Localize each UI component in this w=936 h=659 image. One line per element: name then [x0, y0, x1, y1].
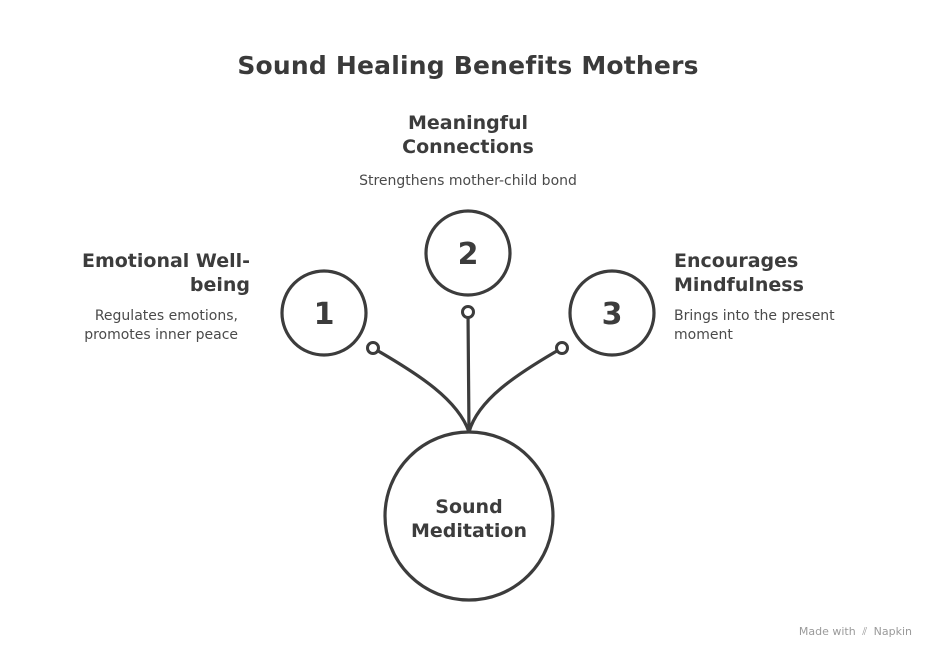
node-number-2: 2 [458, 237, 479, 272]
benefit-3-desc-line2: moment [674, 327, 733, 343]
napkin-watermark: Made with ⫽ Napkin [799, 625, 912, 639]
benefit-3-description: Brings into the present moment [674, 307, 894, 345]
watermark-brand: Napkin [873, 625, 912, 638]
benefit-2-title: Meaningful Connections [348, 111, 588, 159]
benefit-2-desc-line1: Strengthens mother-child bond [359, 173, 577, 189]
napkin-logo-icon: ⫽ [862, 625, 868, 638]
center-label-line1: Sound [435, 496, 502, 518]
connector-end-1 [366, 341, 380, 355]
center-circle [383, 430, 555, 602]
watermark-prefix: Made with [798, 625, 856, 638]
benefit-3-desc-line1: Brings into the present [674, 308, 835, 324]
benefit-1-description: Regulates emotions, promotes inner peace [40, 307, 238, 345]
node-number-3: 3 [602, 297, 623, 332]
benefit-1-title-line1: Emotional Well- [81, 250, 250, 272]
benefit-1-title-line2: being [189, 274, 250, 296]
connector-3 [467, 346, 564, 434]
benefit-2-description: Strengthens mother-child bond [318, 172, 618, 191]
connector-end-2 [461, 305, 475, 319]
center-label-line2: Meditation [411, 520, 527, 542]
benefit-3-title: Encourages Mindfulness [674, 249, 874, 297]
node-number-1: 1 [314, 297, 335, 332]
node-circle-2 [424, 209, 512, 297]
diagram-title: Sound Healing Benefits Mothers [237, 51, 699, 80]
benefit-1-title: Emotional Well- being [40, 249, 250, 297]
connector-1 [371, 346, 471, 434]
benefit-1-desc-line2: promotes inner peace [84, 327, 238, 343]
benefit-2-title-line1: Meaningful [407, 112, 529, 134]
connector-2 [466, 310, 471, 434]
connector-end-3 [555, 341, 569, 355]
benefit-2-title-line2: Connections [402, 136, 534, 158]
benefit-3-title-line2: Mindfulness [674, 274, 804, 296]
benefit-1-desc-line1: Regulates emotions, [94, 308, 238, 324]
benefit-3-title-line1: Encourages [674, 250, 799, 272]
node-circle-1 [280, 269, 368, 357]
node-circle-3 [568, 269, 656, 357]
